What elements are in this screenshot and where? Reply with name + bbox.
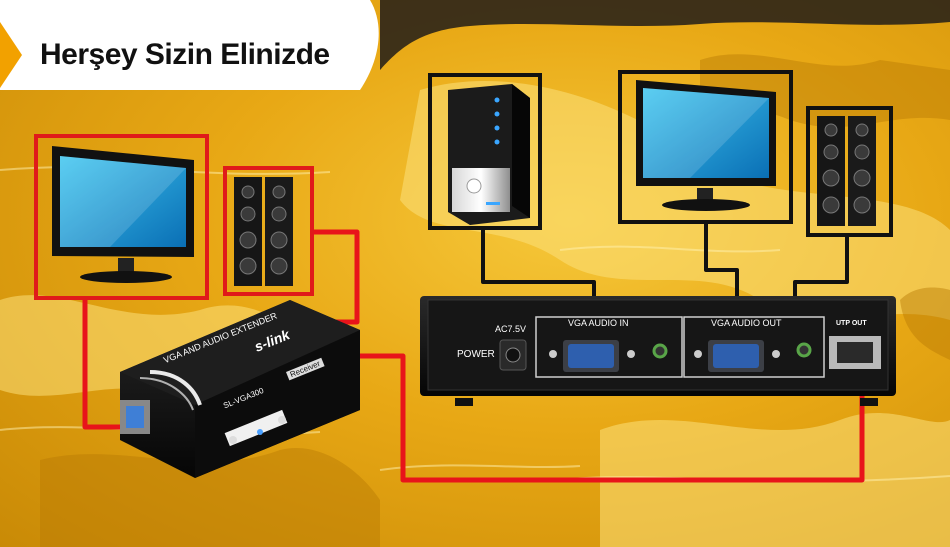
power-label: POWER <box>457 349 495 360</box>
monitor-right-icon <box>636 80 776 211</box>
vga-audio-in-label: VGA AUDIO IN <box>568 318 629 328</box>
title-tab <box>0 0 379 90</box>
ac-label: AC7.5V <box>495 324 527 334</box>
frame-right-speakers <box>806 106 893 237</box>
frame-pc <box>428 73 542 230</box>
frame-left-speakers <box>223 166 314 296</box>
speakers-right-icon <box>817 116 876 226</box>
top-band <box>0 0 950 70</box>
speakers-left-icon <box>234 177 293 286</box>
pc-tower-icon <box>448 84 530 225</box>
utp-out-label: UTP OUT <box>836 320 867 327</box>
sender-box <box>420 296 896 406</box>
monitor-left-icon <box>52 146 194 283</box>
page-title: Herşey Sizin Elinizde <box>40 38 330 71</box>
frame-right-monitor <box>618 70 793 224</box>
frame-left-monitor <box>34 134 209 300</box>
vga-audio-out-label: VGA AUDIO OUT <box>711 318 782 328</box>
